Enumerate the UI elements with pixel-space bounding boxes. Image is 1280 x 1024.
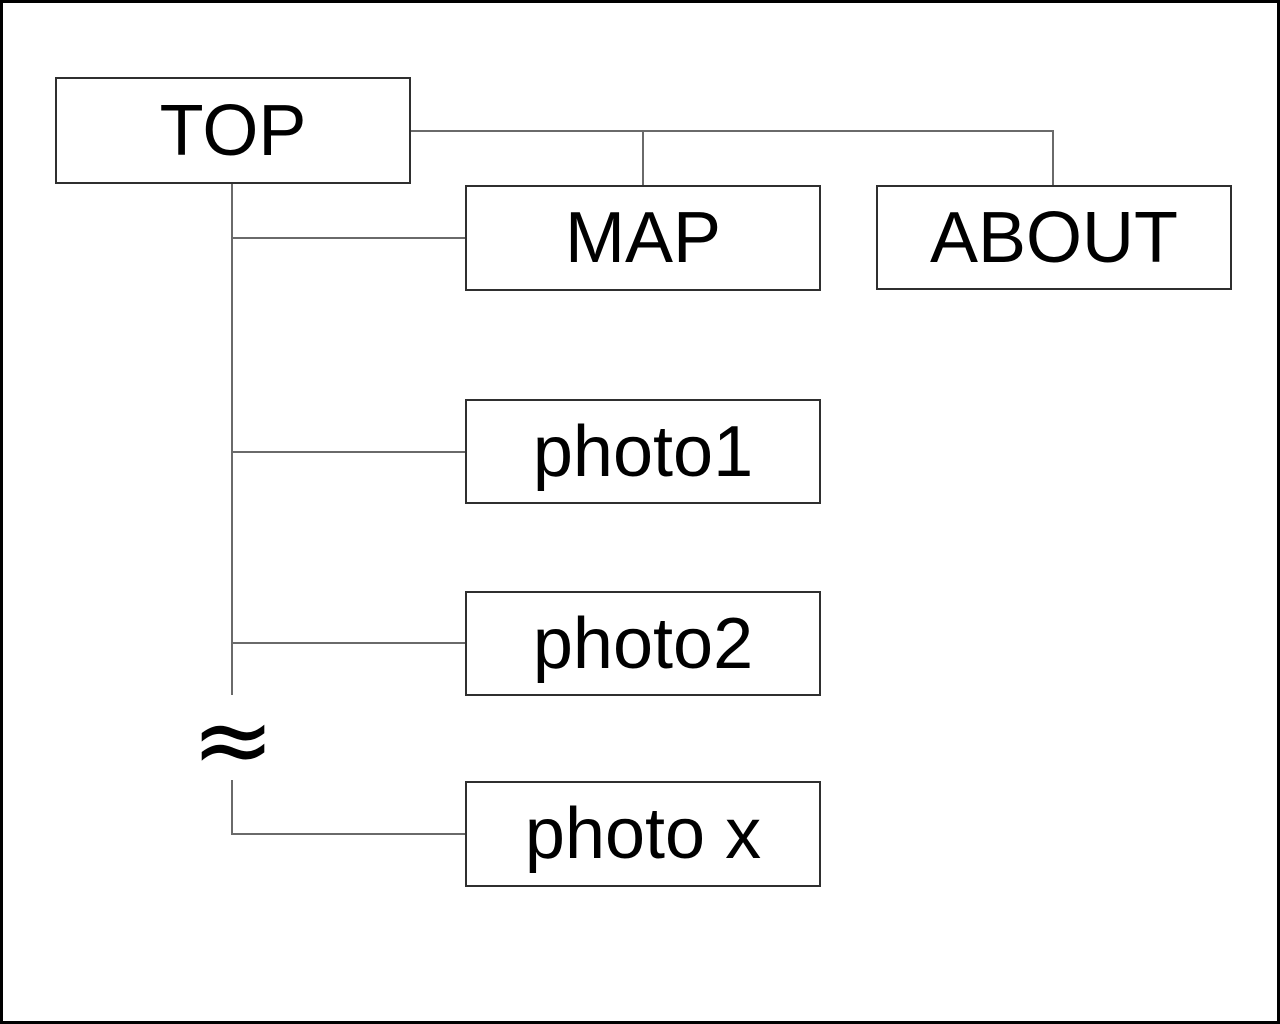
node-label-photo1: photo1 [532, 411, 754, 492]
node-box-map: MAP [465, 185, 821, 291]
node-label-photo-x: photo x [524, 794, 762, 874]
connector-branch-photo2 [231, 642, 466, 644]
node-box-photo1: photo1 [465, 399, 821, 504]
connector-top-to-children [410, 130, 1054, 132]
node-box-photo2: photo2 [465, 591, 821, 696]
node-label-about: ABOUT [929, 197, 1179, 278]
connector-branch-photo1 [231, 451, 466, 453]
node-box-about: ABOUT [876, 185, 1232, 290]
node-box-photo-x: photo x [465, 781, 821, 887]
node-box-top: TOP [55, 77, 411, 184]
node-label-photo2: photo2 [532, 603, 754, 684]
line-break-symbol: ≈ [191, 681, 275, 798]
connector-branch-photo-x [231, 833, 466, 835]
connector-branch-map [231, 237, 466, 239]
connector-spine-lower [231, 780, 233, 835]
connector-spine-upper [231, 183, 233, 695]
connector-drop-about [1052, 130, 1054, 187]
node-label-map: MAP [564, 198, 722, 278]
node-label-top: TOP [159, 90, 307, 171]
connector-drop-map [642, 130, 644, 187]
